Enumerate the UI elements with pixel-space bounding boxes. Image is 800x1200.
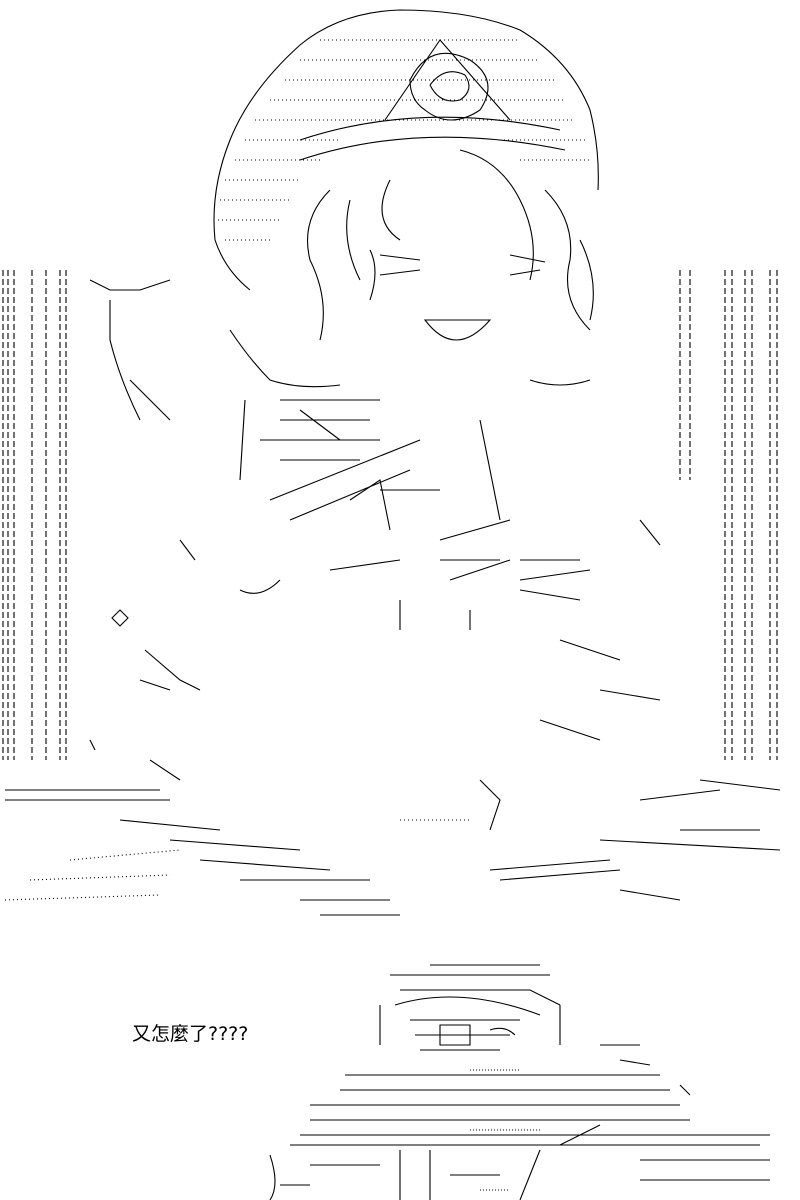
hat-outline: [299, 9, 599, 191]
lower-strokes: [5, 639, 781, 916]
hat-texture: [218, 39, 590, 241]
face: [379, 254, 591, 386]
hat-emblem: [384, 39, 511, 121]
ascii-art-character-top: [2, 9, 781, 916]
caption-text: 又怎麼了????: [132, 1023, 249, 1045]
left-columns: [2, 270, 67, 760]
left-figure: [89, 279, 201, 781]
ground-texture: [4, 819, 470, 901]
ascii-art-character-bottom: [0, 945, 800, 1200]
small-body: [269, 1044, 770, 1200]
hair-curls: [306, 149, 594, 341]
small-texture: [470, 1069, 540, 1191]
right-columns: [679, 270, 778, 760]
hand: [229, 329, 380, 461]
small-head: [379, 964, 561, 1051]
body: [179, 399, 661, 630]
